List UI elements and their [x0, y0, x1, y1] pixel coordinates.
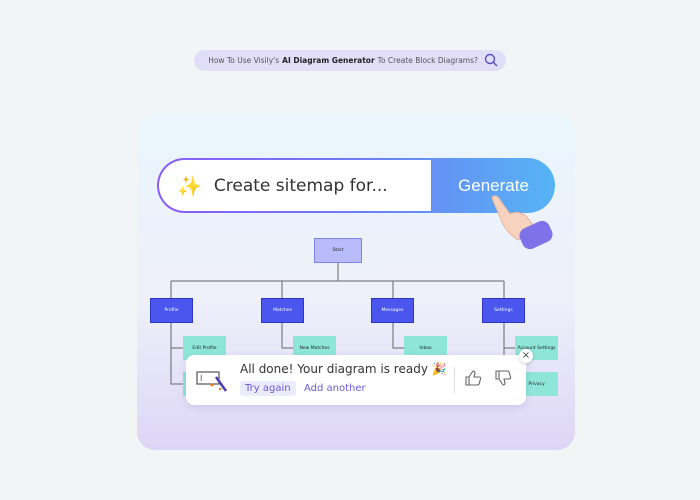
magic-wand-icon: I	[196, 371, 228, 392]
search-suffix: To Create Block Diagrams?	[377, 56, 478, 65]
sparkles-icon: ✨	[177, 173, 202, 198]
divider	[454, 367, 455, 393]
node-messages[interactable]: Messages	[371, 298, 414, 323]
close-button[interactable]: ×	[519, 349, 533, 363]
success-toast: I All done! Your diagram is ready 🎉 Try …	[186, 355, 526, 405]
prompt-text: Create sitemap for...	[213, 175, 388, 196]
svg-text:I: I	[200, 374, 202, 383]
add-another-button[interactable]: Add another	[304, 383, 366, 394]
try-again-button[interactable]: Try again	[240, 381, 296, 396]
generate-button[interactable]: Generate	[432, 158, 555, 213]
thumbs-up-icon[interactable]	[464, 369, 482, 387]
pointing-hand-icon	[491, 195, 553, 250]
prompt-input[interactable]: ✨ Create sitemap for...	[159, 160, 431, 211]
search-bold: AI Diagram Generator	[282, 56, 375, 65]
search-bar[interactable]: How To Use Visily's AI Diagram Generator…	[194, 50, 506, 71]
node-matches[interactable]: Matches	[261, 298, 304, 323]
node-start[interactable]: Start	[314, 238, 362, 263]
node-profile[interactable]: Profile	[150, 298, 193, 323]
toast-message: All done! Your diagram is ready 🎉	[240, 362, 447, 376]
thumbs-down-icon[interactable]	[494, 369, 512, 387]
search-icon[interactable]	[484, 53, 498, 67]
node-settings[interactable]: Settings	[482, 298, 525, 323]
search-prefix: How To Use Visily's	[208, 56, 280, 65]
prompt-bar: ✨ Create sitemap for... Generate	[157, 158, 555, 213]
